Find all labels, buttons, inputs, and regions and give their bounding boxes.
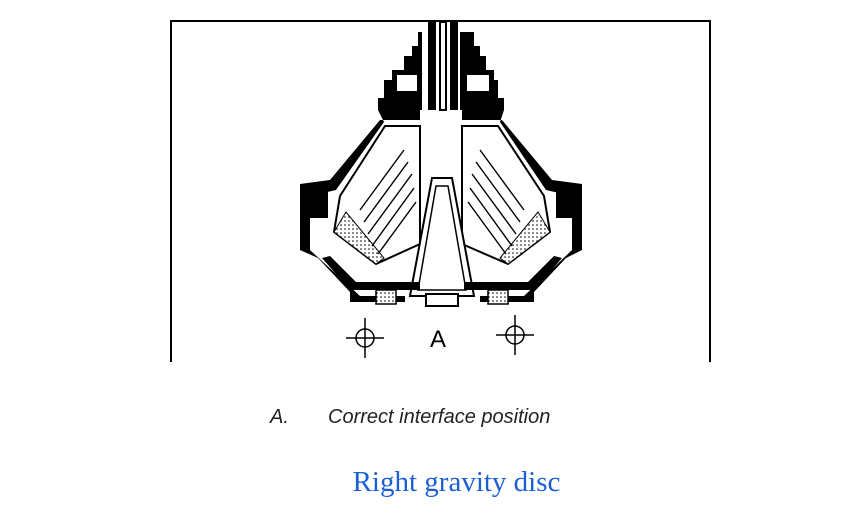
- outlet-housing-left: [378, 32, 422, 110]
- caption-letter: A.: [270, 406, 289, 428]
- bowl-hood-left: [300, 110, 420, 302]
- disc-stack-right: [461, 125, 552, 266]
- crosshair-marker-right: [496, 315, 534, 355]
- spindle-shaft: [428, 21, 458, 111]
- bowl-hood-right: [462, 110, 582, 302]
- bowl-bottom: [322, 256, 562, 305]
- caption-text: Correct interface position: [328, 406, 551, 428]
- position-marker-label: A: [430, 326, 447, 353]
- outlet-housing-right: [460, 32, 504, 110]
- crosshair-marker-left: [346, 318, 384, 358]
- figure-caption: A. Correct interface position: [270, 406, 550, 429]
- disc-stack-left: [332, 125, 421, 266]
- gravity-disc-link[interactable]: Right gravity disc: [352, 466, 561, 498]
